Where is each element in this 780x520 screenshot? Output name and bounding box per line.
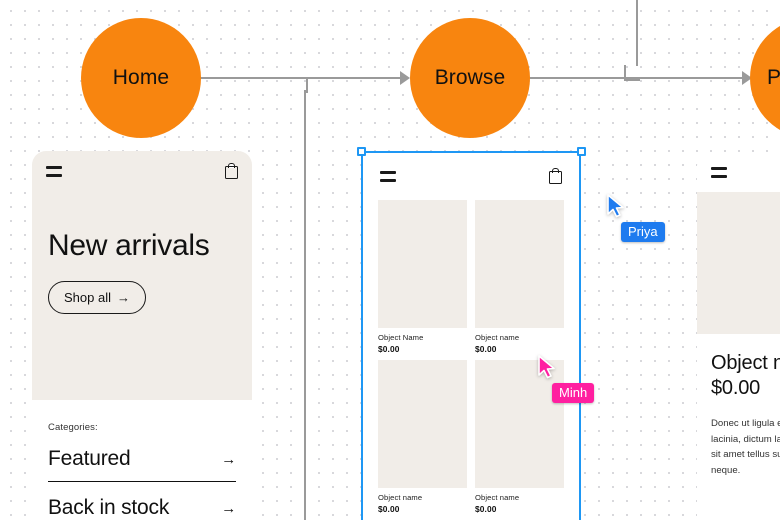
- connector-browse-to-product: [528, 77, 750, 79]
- product-hero-image: [697, 192, 780, 334]
- product-detail-topbar: [697, 152, 780, 192]
- flow-node-home[interactable]: Home: [81, 18, 201, 138]
- flow-node-product-label: P: [766, 66, 780, 89]
- category-label: Featured: [48, 447, 131, 470]
- product-detail-title: Object na: [711, 352, 780, 374]
- new-arrivals-hero: New arrivals Shop all →: [32, 151, 252, 400]
- hamburger-icon[interactable]: [380, 170, 396, 182]
- product-thumbnail: [378, 200, 467, 328]
- arrow-right-icon: →: [116, 290, 130, 305]
- frame-product-detail[interactable]: Object na $0.00 Donec ut ligula e lacini…: [697, 152, 780, 520]
- shop-all-button[interactable]: Shop all →: [48, 281, 146, 314]
- product-price: $0.00: [378, 504, 400, 514]
- product-card[interactable]: Object name $0.00: [475, 360, 564, 514]
- flow-node-home-label: Home: [112, 66, 170, 89]
- cursor-label-minh: Minh: [552, 383, 595, 403]
- connector-corner-branch: [292, 77, 308, 93]
- frame-new-arrivals[interactable]: New arrivals Shop all → Categories: Feat…: [32, 151, 252, 520]
- shopping-bag-icon[interactable]: [225, 163, 238, 179]
- shopping-bag-icon[interactable]: [549, 168, 562, 184]
- cursor-minh: [537, 355, 557, 379]
- category-label: Back in stock: [48, 496, 170, 519]
- category-row-back-in-stock[interactable]: Back in stock →: [48, 482, 236, 520]
- product-price: $0.00: [475, 344, 497, 354]
- flow-node-browse-label: Browse: [434, 66, 506, 89]
- cursor-label-priya: Priya: [621, 222, 665, 242]
- selection-handle-top-right[interactable]: [577, 147, 586, 156]
- shop-all-label: Shop all: [64, 290, 111, 305]
- hamburger-icon[interactable]: [46, 165, 62, 177]
- product-name: Object name: [475, 333, 520, 342]
- flow-node-product[interactable]: P: [750, 18, 780, 138]
- new-arrivals-topbar: [32, 151, 252, 191]
- hamburger-icon[interactable]: [711, 166, 727, 178]
- category-row-featured[interactable]: Featured →: [48, 433, 236, 482]
- browse-topbar: [366, 156, 576, 196]
- product-price: $0.00: [378, 344, 400, 354]
- categories-label: Categories:: [48, 422, 98, 433]
- product-grid: Object Name $0.00 Object name $0.00 Obje…: [366, 196, 576, 514]
- selection-handle-top-left[interactable]: [357, 147, 366, 156]
- product-detail-description: Donec ut ligula e lacinia, dictum la sit…: [711, 418, 780, 476]
- connector-branch-down: [304, 90, 306, 520]
- product-name: Object name: [475, 493, 520, 502]
- product-card[interactable]: Object name $0.00: [378, 360, 467, 514]
- product-card[interactable]: Object name $0.00: [475, 200, 564, 354]
- product-detail-body: Object na $0.00 Donec ut ligula e lacini…: [697, 334, 780, 478]
- frame-browse-grid[interactable]: Object Name $0.00 Object name $0.00 Obje…: [366, 156, 576, 520]
- arrowhead-to-browse: [400, 71, 410, 85]
- product-price: $0.00: [475, 504, 497, 514]
- flow-node-browse[interactable]: Browse: [410, 18, 530, 138]
- cursor-priya: [606, 194, 626, 218]
- product-thumbnail: [475, 360, 564, 488]
- arrow-right-icon: →: [221, 499, 236, 517]
- categories-section: Categories: Featured → Back in stock →: [32, 400, 252, 520]
- product-name: Object name: [378, 493, 423, 502]
- product-detail-price: $0.00: [711, 377, 761, 399]
- product-thumbnail: [378, 360, 467, 488]
- product-thumbnail: [475, 200, 564, 328]
- product-name: Object Name: [378, 333, 424, 342]
- page-title: New arrivals: [48, 229, 210, 262]
- arrow-right-icon: →: [221, 450, 236, 468]
- product-card[interactable]: Object Name $0.00: [378, 200, 467, 354]
- arrowhead-to-product: [742, 71, 752, 85]
- connector-corner-top: [624, 65, 640, 81]
- connector-from-top: [636, 0, 638, 66]
